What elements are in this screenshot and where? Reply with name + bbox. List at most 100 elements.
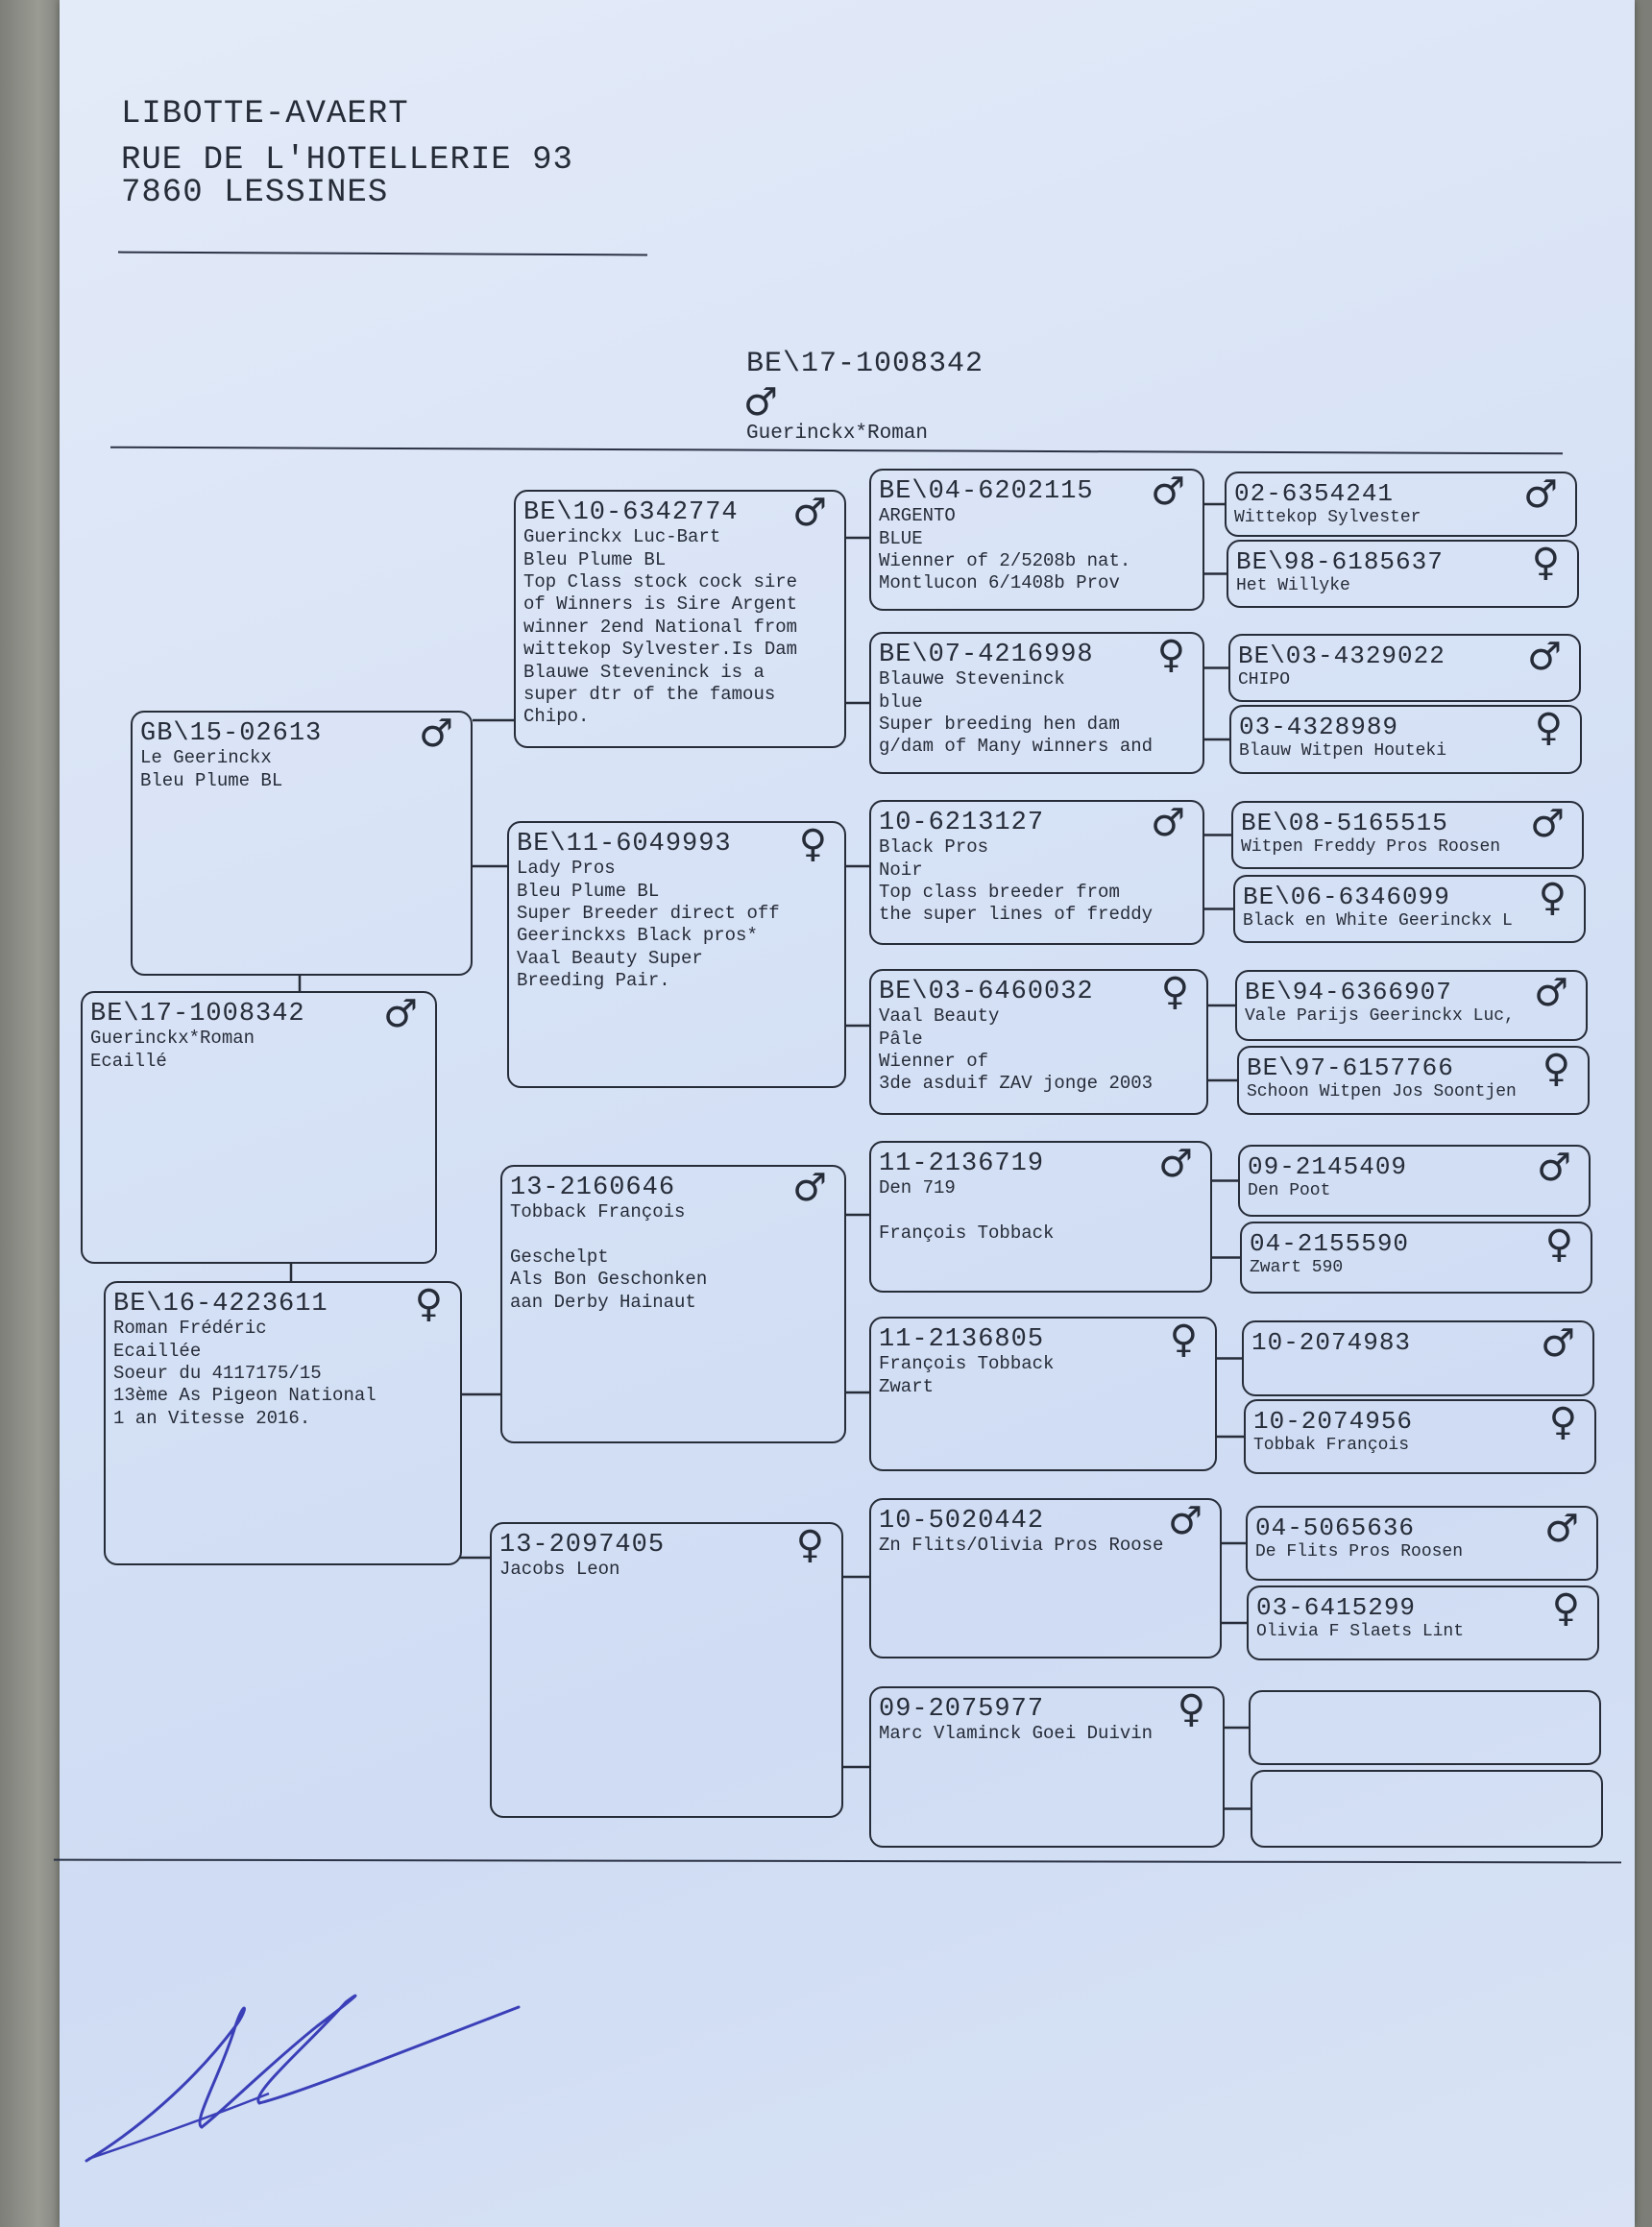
ring-number: BE\03-4329022 <box>1238 641 1446 670</box>
female-icon: ♀ <box>1548 1400 1577 1444</box>
card-detail-line <box>879 1200 1203 1222</box>
male-icon: ♂ <box>1151 801 1185 845</box>
ring-number: 11-2136805 <box>879 1325 1045 1354</box>
pedigree-card-g4_2: BE\98-6185637♀Het Willyke <box>1227 540 1579 608</box>
subject-ring-number: BE\17-1008342 <box>746 348 984 380</box>
card-detail-line <box>510 1224 837 1247</box>
card-detail-line: Geschelpt <box>510 1247 609 1269</box>
ring-number: 13-2097405 <box>499 1531 666 1560</box>
card-detail-line: Als Bon Geschonken <box>510 1269 708 1291</box>
female-icon: ♀ <box>1542 1047 1570 1091</box>
card-detail-line: 3de asduif ZAV jonge 2003 <box>879 1073 1154 1095</box>
pedigree-card-g4_16 <box>1251 1770 1603 1848</box>
pedigree-card-g4_13: 04-5065636♂De Flits Pros Roosen <box>1246 1506 1598 1581</box>
card-detail-line: Zwart 590 <box>1250 1258 1344 1278</box>
card-detail-line: Bleu Plume BL <box>523 548 667 570</box>
card-detail-line: Chipo. <box>523 706 590 728</box>
card-detail-line: winner 2end National from <box>523 616 798 638</box>
card-detail-line: blue <box>879 690 923 713</box>
card-detail-line: Den 719 <box>879 1177 956 1199</box>
pedigree-card-g4_15 <box>1249 1690 1601 1765</box>
ring-number: 10-2074983 <box>1251 1328 1412 1357</box>
ring-number: 03-4328989 <box>1239 713 1399 741</box>
pedigree-card-dds: 10-5020442♂Zn Flits/Olivia Pros Roose <box>869 1498 1222 1658</box>
card-detail-line: Wienner of <box>879 1051 989 1073</box>
female-icon: ♀ <box>1538 876 1567 920</box>
pedigree-card-g4_3: BE\03-4329022 ♂ CHIPO <box>1228 634 1581 702</box>
owner-street: RUE DE L'HOTELLERIE 93 <box>121 142 573 179</box>
ring-number: 04-2155590 <box>1250 1229 1410 1258</box>
card-detail-line: Marc Vlaminck Goei Duivin <box>879 1723 1154 1745</box>
card-detail-line: Black en White Geerinckx L <box>1243 911 1513 932</box>
pedigree-card-g4_11: 10-2074983 ♂ <box>1242 1320 1594 1396</box>
female-icon: ♀ <box>1544 1222 1573 1267</box>
card-detail-line: Super breeding hen dam <box>879 714 1120 736</box>
ring-number: 10-5020442 <box>879 1507 1045 1536</box>
ring-number: 09-2075977 <box>879 1695 1045 1724</box>
owner-city: 7860 LESSINES <box>121 175 389 211</box>
female-icon: ♀ <box>1160 970 1189 1014</box>
ring-number: BE\16-4223611 <box>113 1290 328 1319</box>
female-icon: ♀ <box>1551 1586 1580 1631</box>
ring-number: 04-5065636 <box>1255 1513 1416 1542</box>
ring-number: 10-2074956 <box>1253 1407 1414 1436</box>
male-icon: ♂ <box>1151 470 1185 514</box>
ring-number: 13-2160646 <box>510 1174 676 1202</box>
owner-name: LIBOTTE-AVAERT <box>121 96 409 133</box>
card-detail-line: Breeding Pair. <box>517 970 670 992</box>
card-detail-line: Lady Pros <box>517 858 616 880</box>
card-detail-line: super dtr of the famous <box>523 683 776 705</box>
card-detail-line: Noir <box>879 859 923 881</box>
card-detail-line: Vaal Beauty Super <box>517 947 703 969</box>
card-detail-line: François Tobback <box>879 1353 1055 1375</box>
pedigree-card-g4_5: BE\08-5165515♂Witpen Freddy Pros Roosen <box>1231 801 1584 869</box>
card-detail-line: Guerinckx*Roman <box>90 1028 255 1050</box>
card-detail-line: Vale Parijs Geerinckx Luc, <box>1245 1006 1515 1027</box>
pedigree-card-g4_1: 02-6354241♂Wittekop Sylvester <box>1225 472 1577 537</box>
pedigree-card-g4_9: 09-2145409♂Den Poot <box>1238 1145 1591 1217</box>
card-detail-line: Ecaillé <box>90 1050 167 1072</box>
card-detail-line: g/dam of Many winners and <box>879 736 1154 758</box>
male-icon: ♂ <box>1523 472 1558 517</box>
male-icon: ♂ <box>419 712 453 756</box>
card-detail-line: of Winners is Sire Argent <box>523 593 798 616</box>
ring-number: BE\06-6346099 <box>1243 883 1450 911</box>
female-icon: ♀ <box>414 1282 443 1326</box>
ring-number: BE\04-6202115 <box>879 477 1094 506</box>
card-detail-line: 13ème As Pigeon National <box>113 1385 377 1407</box>
card-detail-line: Le Geerinckx <box>140 747 272 769</box>
card-detail-line: CHIPO <box>1238 670 1291 690</box>
card-detail-line: Wienner of 2/5208b nat. <box>879 550 1131 572</box>
card-detail-line: Bleu Plume BL <box>517 880 660 902</box>
female-icon: ♀ <box>798 822 827 866</box>
ring-number: BE\03-6460032 <box>879 978 1094 1006</box>
male-icon: ♂ <box>1530 802 1565 846</box>
pedigree-card-g4_12: 10-2074956♀Tobbak François <box>1244 1399 1596 1474</box>
card-detail-line: 1 an Vitesse 2016. <box>113 1407 311 1429</box>
male-icon: ♂ <box>792 1166 827 1210</box>
ring-number: BE\11-6049993 <box>517 830 732 859</box>
female-icon: ♀ <box>1177 1687 1205 1731</box>
card-detail-line: Guerinckx Luc-Bart <box>523 526 721 548</box>
ring-number: BE\17-1008342 <box>90 1000 305 1029</box>
card-detail-line: Vaal Beauty <box>879 1005 1000 1028</box>
pedigree-card-g4_6: BE\06-6346099 ♀ Black en White Geerinckx L <box>1233 875 1586 943</box>
female-icon: ♀ <box>1169 1318 1198 1362</box>
male-icon: ♂ <box>1544 1507 1579 1551</box>
card-detail-line: Witpen Freddy Pros Roosen <box>1241 837 1501 858</box>
card-detail-line: BLUE <box>879 527 923 549</box>
ring-number: BE\10-6342774 <box>523 498 739 527</box>
male-icon: ♂ <box>1541 1321 1575 1366</box>
card-detail-line: Soeur du 4117175/15 <box>113 1363 322 1385</box>
male-icon: ♂ <box>1527 635 1562 679</box>
card-detail-line: Schoon Witpen Jos Soontjen <box>1247 1082 1517 1102</box>
